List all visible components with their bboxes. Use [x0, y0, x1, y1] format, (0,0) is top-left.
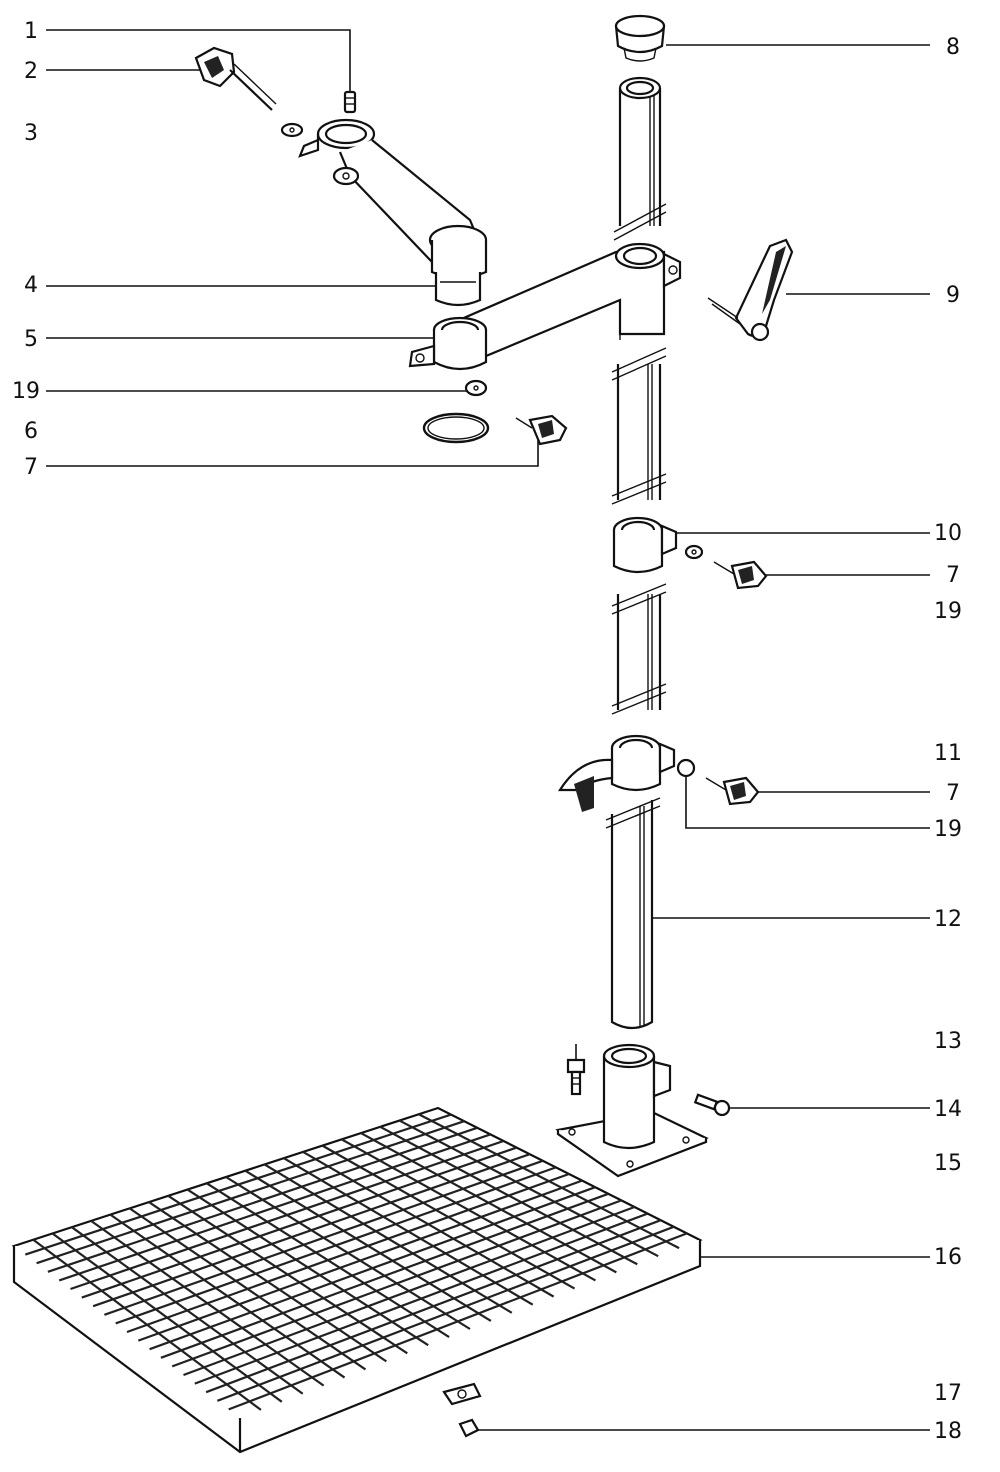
grid-lines — [24, 1113, 688, 1411]
column-tube-middle — [611, 347, 667, 505]
callout-3: 3 — [24, 121, 38, 146]
grid-rib — [194, 1212, 648, 1385]
callout-5: 5 — [24, 327, 38, 352]
pivot-sleeve-part — [430, 240, 488, 307]
washer-part-lower — [676, 758, 696, 778]
mid-clamp-collar-part — [612, 516, 678, 574]
callout-19-top: 19 — [12, 379, 40, 404]
grid-rib — [92, 1153, 531, 1308]
clamp-lever-part — [707, 238, 794, 342]
column-tube-lower-mid — [611, 583, 667, 715]
grid-rib — [115, 1166, 557, 1325]
callout-10: 10 — [934, 521, 962, 546]
square-nut-part — [458, 1418, 480, 1438]
grid-rib — [81, 1146, 517, 1299]
circlip-part — [422, 412, 490, 444]
upper-swing-arm-part — [280, 118, 488, 264]
grid-rib — [70, 1139, 504, 1291]
lower-column-tube-part — [605, 797, 661, 1030]
grid-base-plate-part — [11, 1106, 703, 1454]
star-knob-bolt-part — [194, 46, 277, 111]
grid-rib — [24, 1113, 452, 1256]
nut-clip-part — [442, 1382, 482, 1406]
callout-4: 4 — [24, 273, 38, 298]
base-socket-plate-part — [555, 1043, 709, 1178]
leader-19-lower — [685, 776, 930, 829]
callout-19-lower: 19 — [934, 817, 962, 842]
grid-rib — [228, 1232, 688, 1411]
callout-17: 17 — [934, 1381, 962, 1406]
callout-1: 1 — [24, 19, 38, 44]
leader-7-top — [46, 440, 539, 467]
wing-screw-part-top — [515, 414, 568, 446]
end-cap-part — [614, 14, 666, 62]
washer-part-middle — [684, 544, 704, 560]
callout-8: 8 — [946, 35, 960, 60]
grid-rib — [183, 1205, 635, 1377]
column-tube-upper — [613, 76, 667, 241]
grid-rib — [137, 1179, 583, 1342]
lower-swing-arm-part — [408, 242, 682, 371]
callout-15: 15 — [934, 1151, 962, 1176]
callout-19-middle: 19 — [934, 599, 962, 624]
callout-7-lower: 7 — [946, 781, 960, 806]
callout-12: 12 — [934, 907, 962, 932]
callout-11: 11 — [934, 741, 962, 766]
leader-1 — [46, 29, 351, 92]
wing-screw-part-lower — [705, 776, 760, 806]
leader-lines — [46, 29, 930, 1431]
grid-rib — [36, 1120, 465, 1265]
locking-pin-part — [693, 1093, 731, 1117]
grid-rib — [171, 1199, 622, 1368]
grid-rib — [160, 1192, 609, 1359]
callout-7-top: 7 — [24, 455, 38, 480]
set-screw-part — [343, 90, 357, 114]
grid-rib — [104, 1159, 544, 1316]
callout-14: 14 — [934, 1097, 962, 1122]
holder-collar-part — [558, 734, 676, 812]
mounting-bolt-part — [566, 1044, 586, 1096]
grid-rib — [58, 1133, 491, 1282]
callout-labels: 1 2 3 4 5 19 6 7 8 9 10 7 19 11 7 19 12 … — [12, 19, 962, 1444]
grid-rib — [217, 1225, 675, 1402]
grid-rib — [47, 1126, 478, 1273]
callout-9: 9 — [946, 283, 960, 308]
callout-6: 6 — [24, 419, 38, 444]
callout-7-middle: 7 — [946, 563, 960, 588]
grid-rib — [149, 1186, 596, 1351]
callout-2: 2 — [24, 59, 38, 84]
callout-13: 13 — [934, 1029, 962, 1054]
washer-part-top — [464, 379, 488, 397]
callout-18: 18 — [934, 1419, 962, 1444]
wing-screw-part-middle — [713, 560, 768, 590]
grid-rib — [126, 1172, 570, 1334]
callout-16: 16 — [934, 1245, 962, 1270]
grid-rib — [205, 1219, 662, 1394]
